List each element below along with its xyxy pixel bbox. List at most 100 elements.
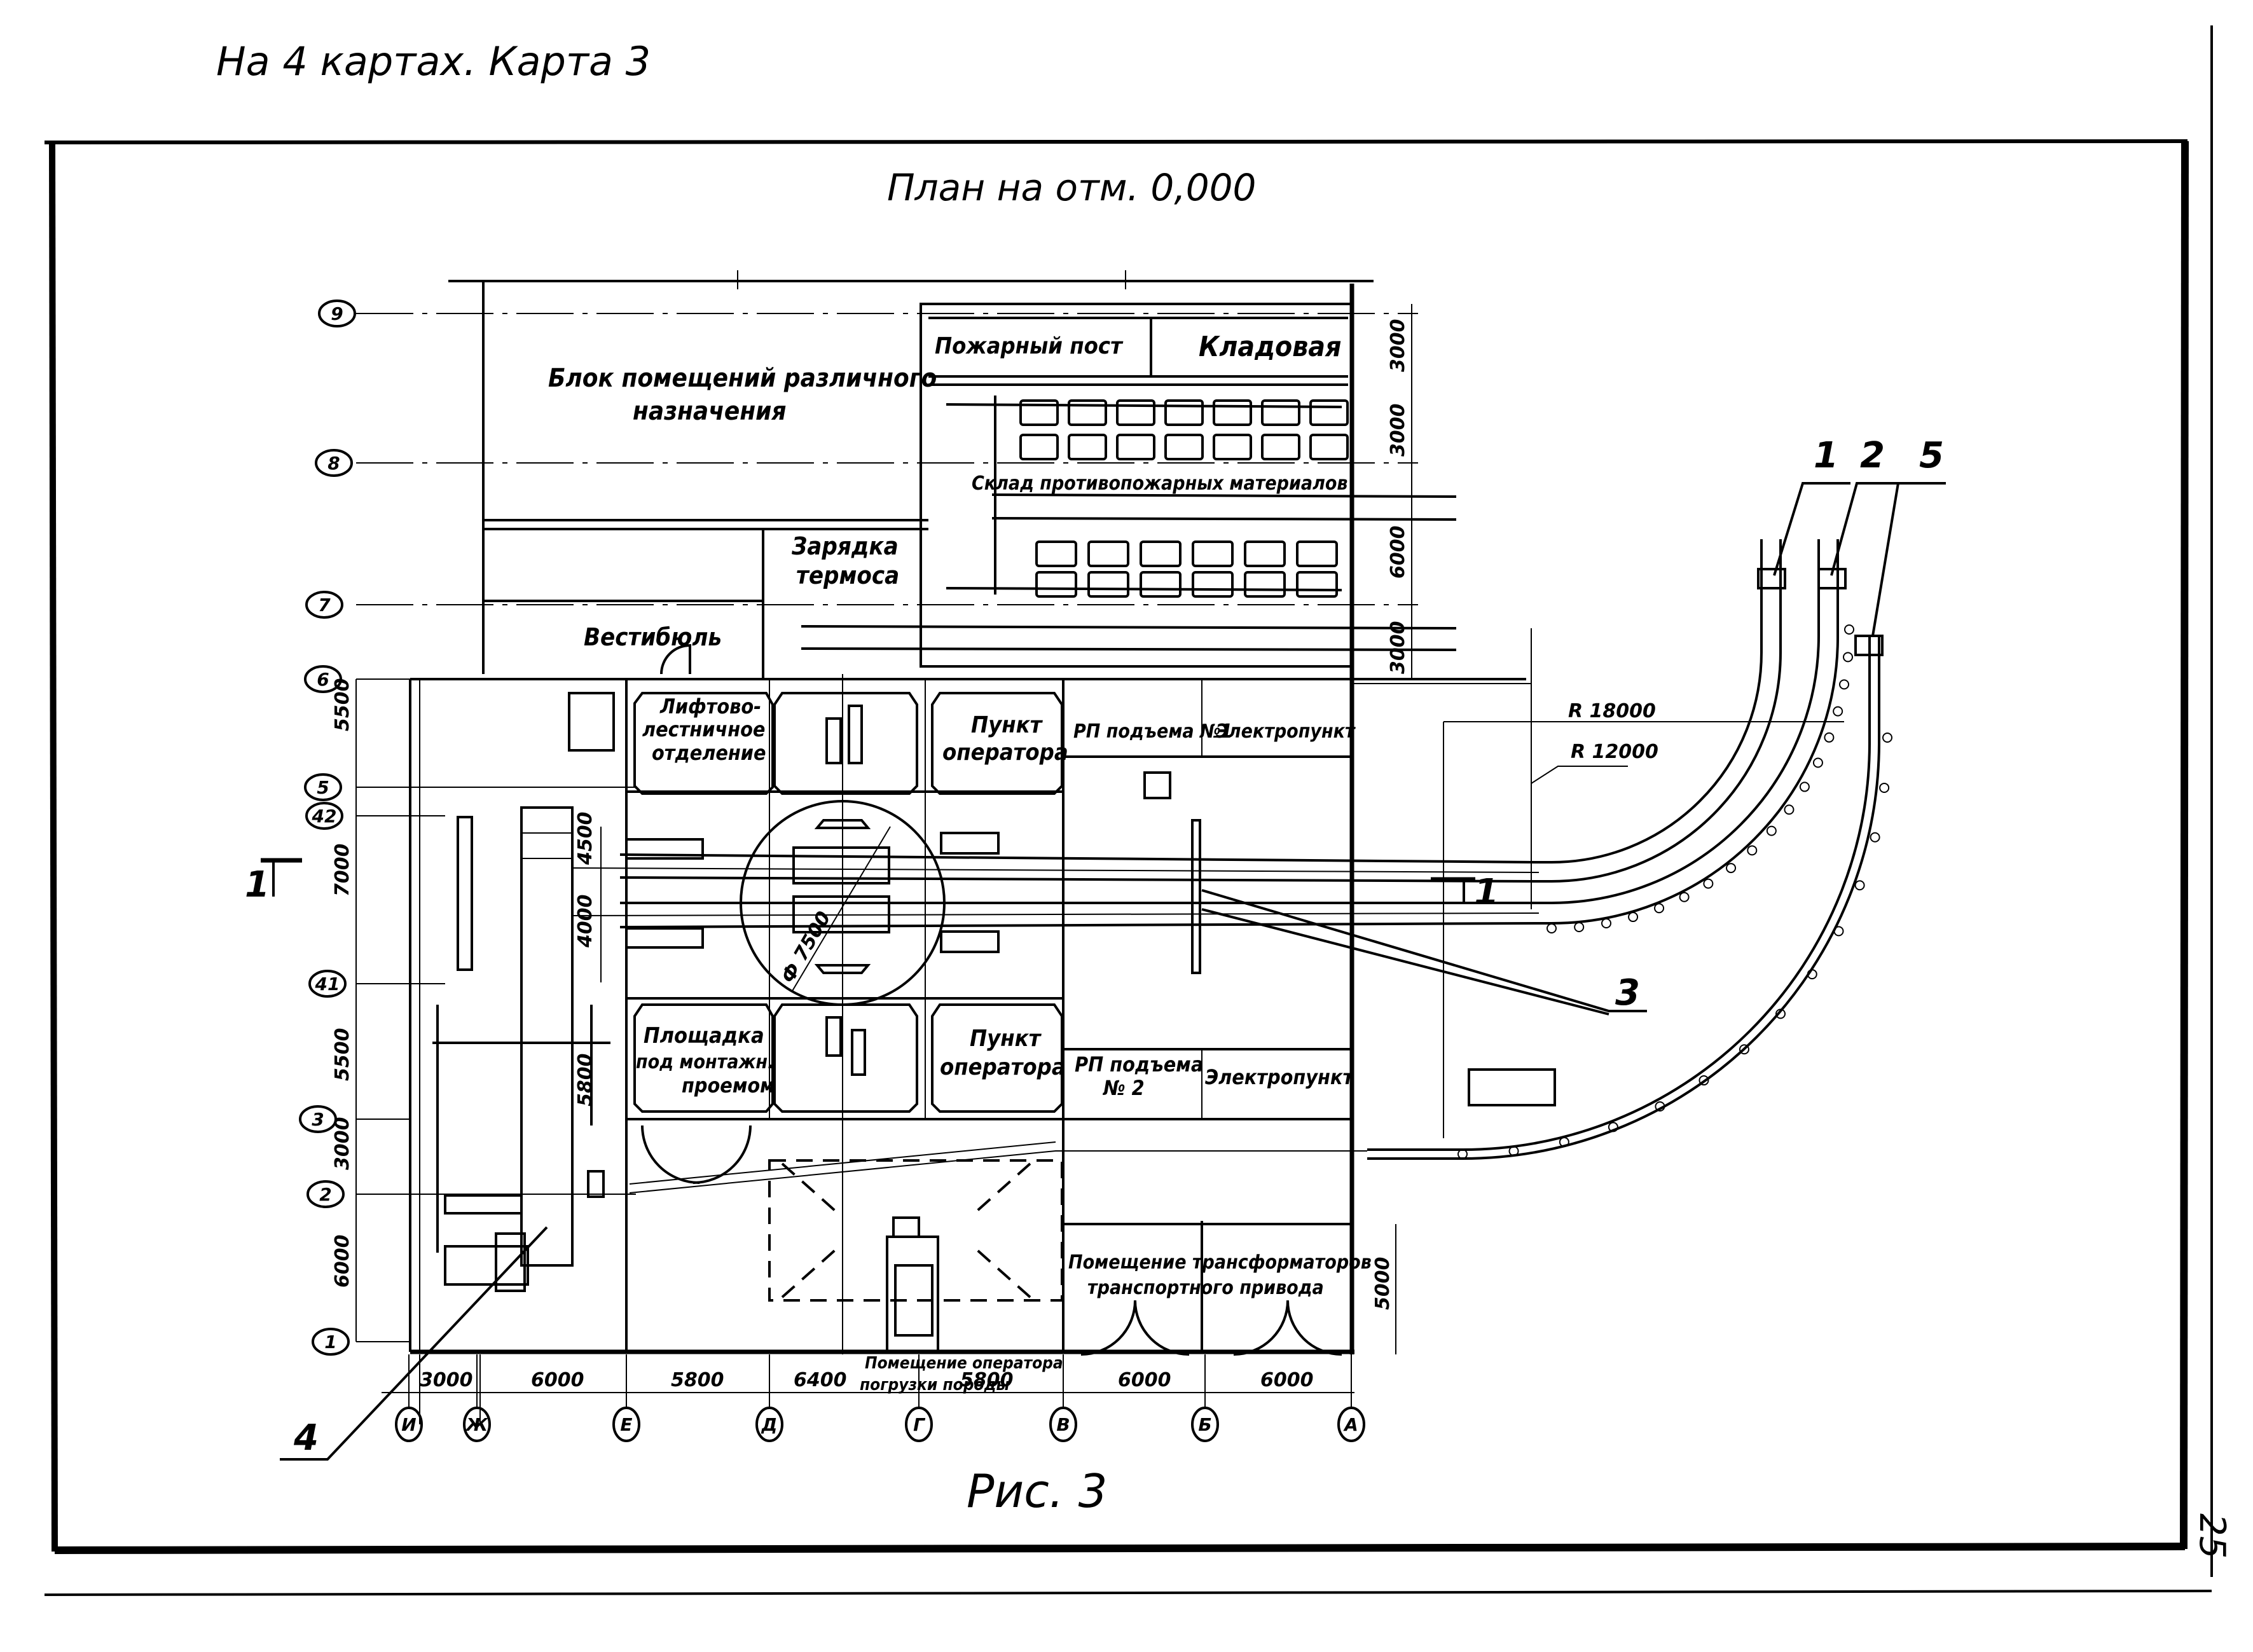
row-axis-label: 2	[319, 1184, 331, 1205]
room-lift-3: отделение	[652, 741, 766, 765]
position-mark-2: 2	[1860, 435, 1885, 476]
curved-tracks	[629, 539, 1884, 1194]
room-cells	[633, 692, 1063, 1113]
section-mark-left: 1	[245, 864, 270, 905]
dim-right-1: 3000	[1387, 404, 1409, 457]
track-post	[1739, 1044, 1749, 1055]
row-axis-42: 42	[305, 802, 343, 830]
rack-box	[1035, 571, 1077, 598]
radius-inner-label: R 12000	[1571, 741, 1658, 763]
sheet-note: На 4 картах. Карта 3	[216, 38, 651, 85]
row-axis-3: 3	[299, 1105, 337, 1133]
column-axis-Д: Д	[755, 1354, 783, 1442]
row-axis-2: 2	[307, 1180, 345, 1208]
rack-box	[1068, 434, 1107, 460]
figure-caption: Рис. 3	[967, 1464, 1107, 1518]
dim-left-3: 3000	[331, 1117, 354, 1171]
rack-box	[1019, 434, 1059, 460]
column-axis-label: Д	[761, 1414, 778, 1435]
track-post	[1703, 878, 1714, 889]
rack-box	[1244, 540, 1286, 567]
dim-transformer-room: 5000	[1372, 1257, 1394, 1311]
dim-bottom-4: 5800	[960, 1369, 1014, 1391]
row-axis-label: 3	[312, 1109, 324, 1130]
rack-box	[1309, 434, 1349, 460]
room-labels: Блок помещений различного назначения Пож…	[548, 331, 1372, 1394]
radius-reference: R 18000 R 12000	[1352, 628, 1844, 1138]
track-post	[1628, 912, 1639, 923]
track-post	[1844, 624, 1854, 635]
row-axis-1: 1	[312, 1328, 350, 1356]
track-post	[1833, 926, 1844, 937]
track-post	[1775, 1008, 1786, 1019]
row-axis-lines	[356, 313, 1418, 1342]
dimension-labels: 5500700055003000600030003000600030003000…	[331, 319, 1409, 1392]
dim-left-2: 5500	[331, 1028, 354, 1082]
upper-rails	[801, 396, 1457, 651]
track-post	[1854, 880, 1865, 891]
track-post	[1824, 732, 1835, 743]
row-axis-9: 9	[318, 299, 356, 327]
room-platform-2: под монтажн.	[636, 1051, 774, 1073]
rack-box	[1261, 399, 1300, 426]
main-tracks	[572, 771, 1540, 974]
dimension-chains	[355, 304, 1412, 1424]
rack-box	[1116, 399, 1155, 426]
rack-box	[1087, 571, 1129, 598]
dim-inner-0: 4500	[574, 812, 596, 866]
rack-box	[1140, 571, 1182, 598]
rack-box	[1192, 540, 1234, 567]
row-axis-label: 1	[324, 1332, 336, 1353]
track-post	[1870, 832, 1880, 843]
track-post	[1882, 733, 1892, 743]
track-post	[1879, 782, 1890, 793]
row-axis-label: 41	[315, 974, 340, 995]
column-axis-Г: Г	[905, 1354, 933, 1442]
row-axis-7: 7	[305, 591, 343, 619]
track-post	[1833, 706, 1843, 717]
room-fire-post: Пожарный пост	[935, 333, 1124, 359]
room-vestibule: Вестибюль	[584, 623, 722, 651]
dim-left-0: 5500	[331, 678, 354, 732]
room-transformers-2: транспортного привода	[1087, 1277, 1324, 1299]
track-post	[1508, 1146, 1519, 1157]
track-post	[1843, 652, 1854, 663]
room-operator-top-2: оператора	[942, 740, 1068, 766]
rack-box	[1213, 434, 1252, 460]
position-mark-5: 5	[1919, 435, 1944, 476]
room-lift-1: Лифтово-	[659, 694, 761, 719]
room-transformers-1: Помещение трансформаторов	[1068, 1251, 1372, 1274]
track-post	[1698, 1075, 1709, 1086]
row-axis-8: 8	[315, 449, 353, 477]
track-post	[1547, 923, 1557, 933]
row-axis-label: 5	[317, 777, 329, 798]
track-post	[1679, 891, 1690, 902]
dim-inner-2: 5800	[574, 1054, 596, 1107]
room-block-misc-2: назначения	[633, 397, 787, 426]
column-axis-label: И	[401, 1414, 416, 1435]
column-axis-Б: Б	[1191, 1354, 1219, 1442]
column-axis-И: И	[395, 1354, 423, 1442]
rack-box	[1244, 571, 1286, 598]
dim-right-0: 3000	[1387, 319, 1409, 373]
room-operator-bottom-2: оператора	[940, 1054, 1066, 1080]
track-posts	[1457, 624, 1892, 1159]
track-post	[1574, 921, 1585, 932]
row-axis-label: 42	[312, 806, 337, 827]
rack-box	[1309, 399, 1349, 426]
dim-left-1: 7000	[331, 844, 354, 897]
rack-box	[1213, 399, 1252, 426]
room-charging-1: Зарядка	[792, 532, 899, 560]
track-post	[1601, 918, 1611, 928]
plan-title: План на отм. 0,000	[887, 166, 1256, 209]
column-axis-label: Б	[1198, 1414, 1211, 1435]
position-mark-3: 3	[1615, 972, 1640, 1014]
rack-box	[1164, 399, 1204, 426]
dim-right-3: 3000	[1387, 621, 1409, 675]
shaft-diameter-label: Ф 7500	[777, 907, 836, 987]
track-post	[1726, 863, 1737, 874]
row-axis-5: 5	[304, 773, 342, 801]
track-post	[1457, 1149, 1468, 1159]
